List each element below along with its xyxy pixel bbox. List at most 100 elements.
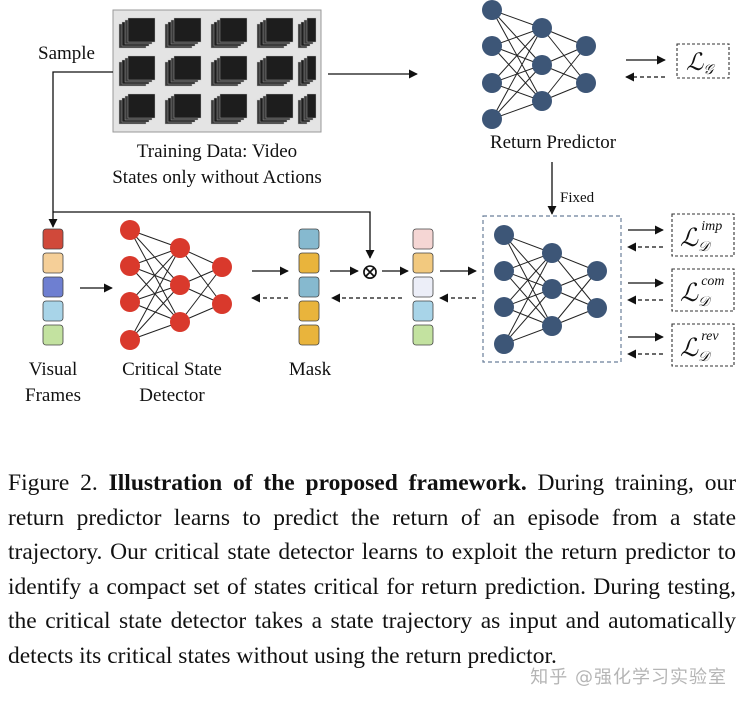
video-clip-thumbnail [118,17,156,49]
detector-connection [129,247,181,303]
return-predictor-node [482,73,502,93]
detector-node [212,294,232,314]
detector-node [120,292,140,312]
loss-imp-box [671,213,735,257]
detector-connection [129,247,181,341]
detector-node [170,275,190,295]
video-clip-thumbnail [297,17,317,49]
detector-node [170,312,190,332]
sample-to-mask-line [53,211,375,259]
figure-number: Figure 2. [8,470,98,496]
visual-frame-square [42,276,64,298]
fixed-predictor-node [542,243,562,263]
visual-frame-square [42,252,64,274]
masked-frames-column [412,228,434,346]
video-clip-thumbnail [164,17,202,49]
fixed-predictor-node [494,225,514,245]
fixed-predictor-node [587,261,607,281]
visual-frame-square [42,324,64,346]
loss-g-symbol: ℒ𝒢 [686,50,715,78]
detector-node [170,238,190,258]
fixed-label: Fixed [560,190,595,206]
return-predictor-connection [491,64,543,120]
return-predictor-node [576,36,596,56]
loss-imp-symbol: ℒ𝒟imp [680,219,722,255]
video-clip-thumbnail [118,93,156,125]
detector-connection [179,266,223,323]
video-clip-thumbnail [164,55,202,87]
framework-diagram: Sample Training Data: Video States only … [25,0,735,406]
training-data-line1: Training Data: Video [137,141,297,162]
mask-square [298,228,320,250]
detector-node [120,330,140,350]
detector-node [120,256,140,276]
return-predictor-node [532,55,552,75]
mask-square [298,324,320,346]
mask-square [298,300,320,322]
video-clip-thumbnail [256,55,294,87]
masked-frame-square [412,276,434,298]
fixed-predictor-node [542,316,562,336]
multiply-symbol: ⊗ [361,259,379,284]
fixed-predictor-node [587,298,607,318]
visual-frames-line1: Visual [29,359,77,380]
visual-frame-square [42,228,64,250]
return-predictor-node [532,91,552,111]
fixed-predictor-connection [503,252,553,345]
return-predictor-node [482,0,502,20]
fixed-predictor-box [482,215,622,363]
return-predictor-network [482,0,596,129]
detector-label-line1: Critical State [122,359,222,380]
detector-connection [129,284,181,341]
video-clip-thumbnail [164,93,202,125]
masked-frame-square [412,228,434,250]
mask-square [298,252,320,274]
return-predictor-label: Return Predictor [490,132,617,153]
video-clip-grid [118,17,317,125]
detector-node [212,257,232,277]
visual-frames-line2: Frames [25,385,81,406]
loss-rev-symbol: ℒ𝒟rev [680,329,719,365]
figure-title: Illustration of the proposed framework. [108,470,527,496]
fixed-predictor-node [494,334,514,354]
return-predictor-node [482,109,502,129]
return-predictor-connection [541,45,587,102]
watermark: 知乎 @强化学习实验室 [530,667,727,688]
video-clip-thumbnail [256,17,294,49]
mask-square [298,276,320,298]
masked-frame-square [412,252,434,274]
fixed-predictor-node [542,279,562,299]
visual-frame-square [42,300,64,322]
video-clip-thumbnail [297,93,317,125]
fixed-predictor-connection [551,270,598,327]
video-clip-thumbnail [210,17,248,49]
fixed-return-predictor-network [494,225,607,354]
return-predictor-node [482,36,502,56]
return-predictor-node [576,73,596,93]
critical-state-detector-network [120,220,232,350]
detector-node [120,220,140,240]
fixed-predictor-node [494,297,514,317]
fixed-predictor-node [494,261,514,281]
return-predictor-connection [491,27,543,84]
fixed-predictor-connection [503,288,553,345]
mask-label: Mask [289,359,332,380]
return-predictor-node [532,18,552,38]
figure-body: During training, our return predictor le… [8,470,737,669]
masked-frame-square [412,300,434,322]
video-clip-thumbnail [297,55,317,87]
training-data-image [112,9,322,133]
mask-column [298,228,320,346]
loss-g-box [676,43,730,79]
video-clip-thumbnail [256,93,294,125]
loss-com-symbol: ℒ𝒟com [680,274,725,310]
detector-label-line2: Detector [139,385,205,406]
loss-com-box [671,268,735,312]
return-predictor-connection [491,27,543,120]
fixed-predictor-connection [503,252,553,308]
loss-rev-box [671,323,735,367]
figure-caption: Figure 2. Illustration of the proposed f… [8,466,736,673]
video-clip-thumbnail [118,55,156,87]
sample-path-line [48,71,113,228]
video-clip-thumbnail [210,55,248,87]
